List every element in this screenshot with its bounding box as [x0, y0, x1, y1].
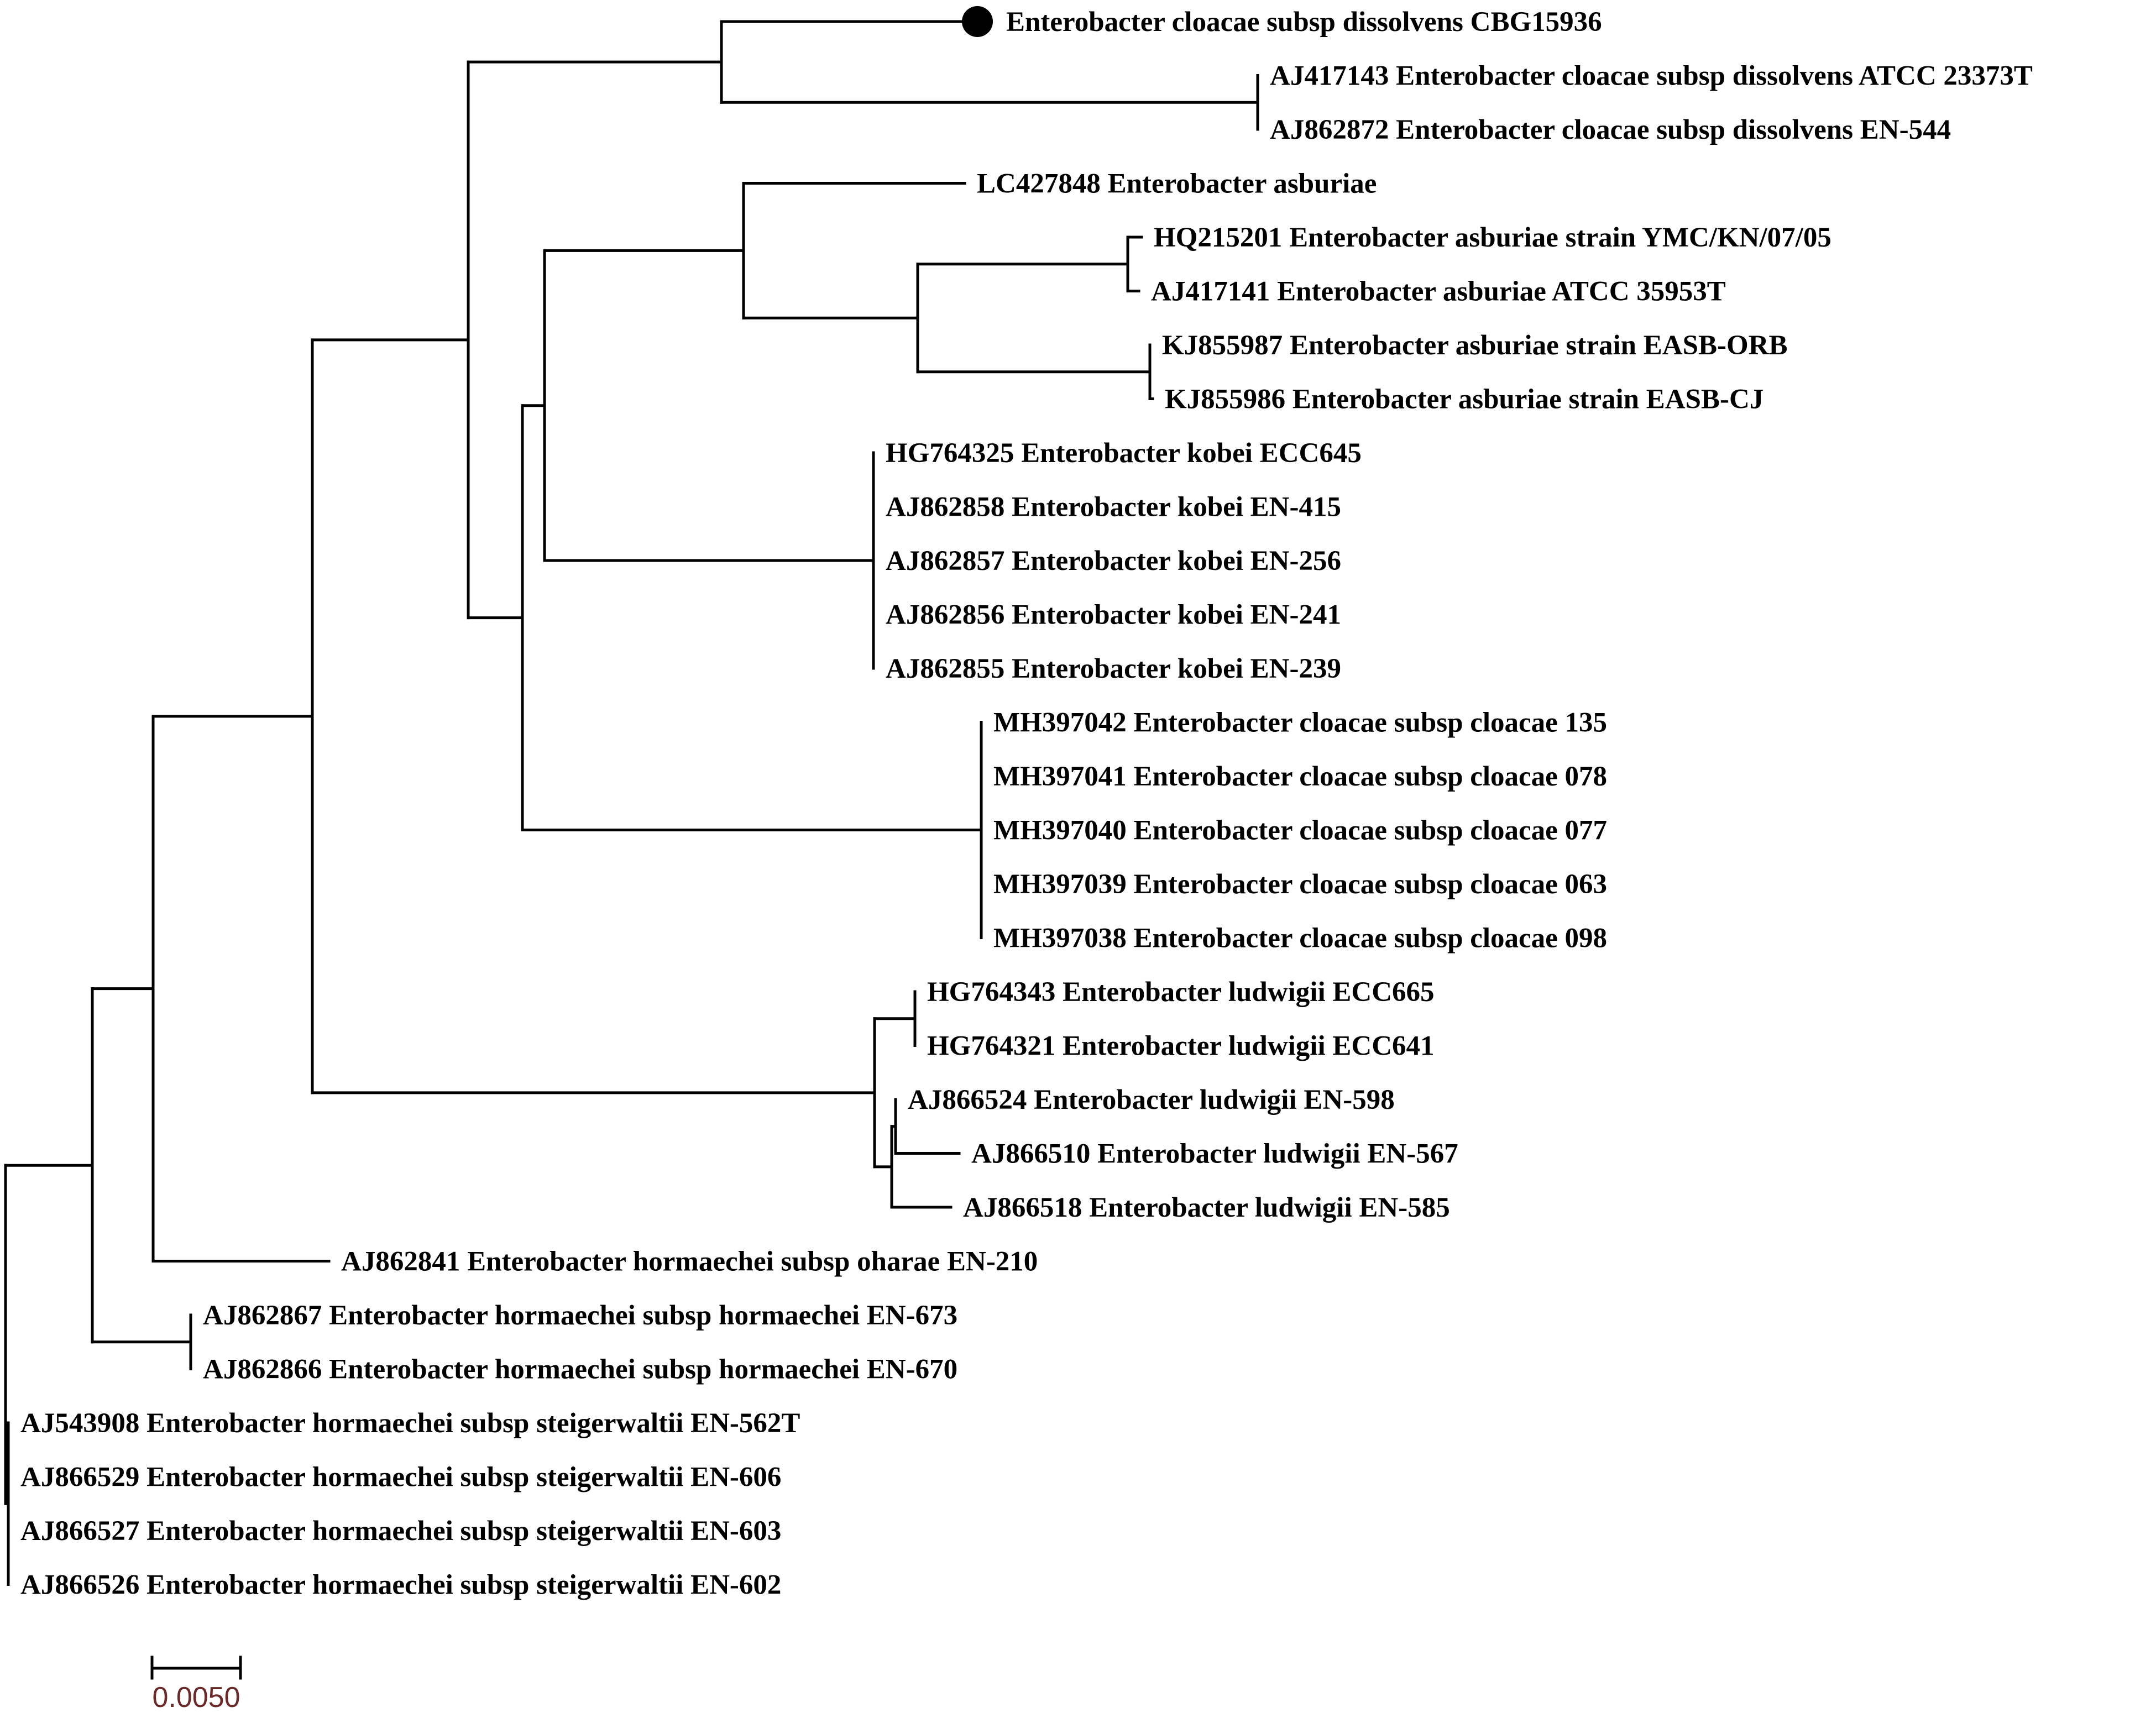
leaf-label: MH397038 Enterobacter cloacae subsp cloa…: [993, 923, 1607, 954]
leaf-label: AJ543908 Enterobacter hormaechei subsp s…: [20, 1408, 800, 1439]
leaf-label: AJ862867 Enterobacter hormaechei subsp h…: [203, 1300, 957, 1331]
scale-bar: 0.0050: [150, 1656, 242, 1713]
leaf-label: AJ417141 Enterobacter asburiae ATCC 3595…: [1151, 276, 1726, 307]
leaf-label: MH397041 Enterobacter cloacae subsp cloa…: [993, 761, 1607, 792]
leaf-label: KJ855987 Enterobacter asburiae strain EA…: [1162, 330, 1787, 361]
leaf-label: AJ862857 Enterobacter kobei EN-256: [886, 546, 1341, 577]
leaf-label: AJ862855 Enterobacter kobei EN-239: [886, 653, 1341, 684]
leaf-label: MH397040 Enterobacter cloacae subsp cloa…: [993, 815, 1607, 846]
leaf-label: KJ855986 Enterobacter asburiae strain EA…: [1165, 384, 1763, 415]
leaf-label: HQ215201 Enterobacter asburiae strain YM…: [1154, 222, 1831, 253]
scale-bar-label: 0.0050: [152, 1681, 240, 1713]
leaf-label: HG764343 Enterobacter ludwigii ECC665: [927, 977, 1435, 1008]
leaf-label: HG764321 Enterobacter ludwigii ECC641: [927, 1031, 1435, 1062]
leaf-label: MH397042 Enterobacter cloacae subsp cloa…: [993, 708, 1607, 738]
leaf-label: AJ866510 Enterobacter ludwigii EN-567: [971, 1139, 1458, 1170]
leaf-label: AJ866524 Enterobacter ludwigii EN-598: [908, 1085, 1395, 1115]
leaf-label: AJ866518 Enterobacter ludwigii EN-585: [963, 1192, 1450, 1223]
leaf-label: Enterobacter cloacae subsp dissolvens CB…: [1006, 7, 1602, 38]
tree-branches: [4, 20, 1259, 1586]
leaf-label: AJ862856 Enterobacter kobei EN-241: [886, 600, 1341, 631]
leaf-label: LC427848 Enterobacter asburiae: [977, 169, 1377, 200]
leaf-label: HG764325 Enterobacter kobei ECC645: [886, 438, 1362, 469]
leaf-label: AJ862872 Enterobacter cloacae subsp diss…: [1270, 114, 1951, 145]
leaf-label: AJ866526 Enterobacter hormaechei subsp s…: [20, 1570, 781, 1601]
highlight-marker-icon: [962, 6, 993, 37]
leaf-label: AJ862858 Enterobacter kobei EN-415: [886, 492, 1341, 523]
leaf-labels: Enterobacter cloacae subsp dissolvens CB…: [20, 6, 2033, 1601]
leaf-label: AJ862841 Enterobacter hormaechei subsp o…: [341, 1246, 1038, 1277]
leaf-label: AJ862866 Enterobacter hormaechei subsp h…: [203, 1354, 957, 1385]
leaf-label: MH397039 Enterobacter cloacae subsp cloa…: [993, 869, 1607, 900]
leaf-label: AJ866527 Enterobacter hormaechei subsp s…: [20, 1516, 781, 1547]
leaf-label: AJ866529 Enterobacter hormaechei subsp s…: [20, 1462, 781, 1493]
leaf-label: AJ417143 Enterobacter cloacae subsp diss…: [1270, 61, 2033, 92]
